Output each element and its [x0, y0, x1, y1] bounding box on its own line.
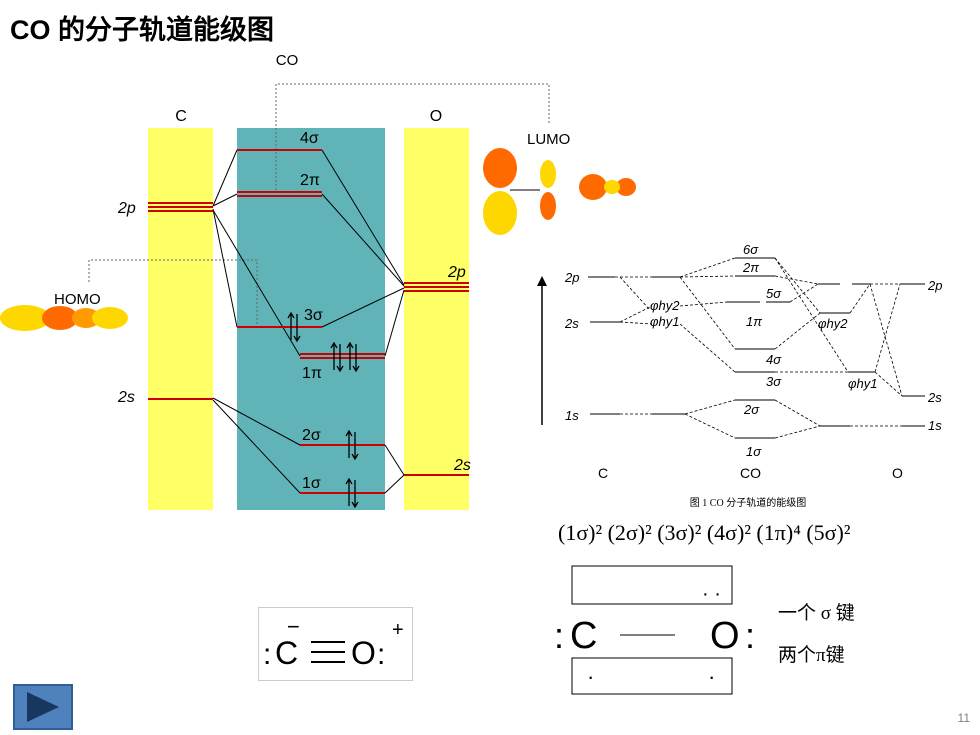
- lewis-o-lone-pair: :: [377, 638, 385, 671]
- c-2s-label: 2s: [117, 389, 135, 406]
- reference-caption: 图 1 CO 分子轨道的能级图: [690, 496, 806, 509]
- oxygen-label: O: [430, 108, 442, 125]
- ref-c-1s: 1s: [565, 408, 579, 423]
- mo-4sigma-label: 4σ: [300, 130, 319, 147]
- ref-c-2s: 2s: [564, 316, 579, 331]
- ref-3sigma: 3σ: [766, 374, 782, 389]
- co-label: CO: [276, 52, 299, 69]
- lumo-label: LUMO: [527, 131, 570, 148]
- energy-axis-arrowhead: [537, 276, 547, 286]
- ref-6sigma: 6σ: [743, 242, 759, 257]
- mo-2pi-label: 2π: [300, 172, 320, 189]
- electron-arrows: [287, 311, 360, 509]
- o-2s-label: 2s: [453, 457, 471, 474]
- lumo-orbital-image: [483, 148, 636, 235]
- lewis-structure: : C − O : +: [263, 614, 404, 671]
- carbon-column: [148, 128, 213, 510]
- ref-axis-c: C: [598, 465, 608, 481]
- top-dots: · ·: [702, 583, 721, 605]
- mo-1sigma-label: 1σ: [302, 475, 321, 492]
- bottom-dot-right: ·: [708, 664, 715, 689]
- pi-bond-box-top: [571, 565, 733, 605]
- ref-axis-o: O: [892, 465, 903, 481]
- ref-o-2p: 2p: [927, 278, 942, 293]
- reference-axis-labels: C CO O: [598, 465, 903, 481]
- ref-phy1-left: φhy1: [650, 314, 679, 329]
- lewis-c-lone-pair: :: [263, 638, 271, 671]
- mo-levels: [237, 149, 385, 494]
- homo-label: HOMO: [54, 291, 101, 308]
- reference-labels: 2p 2s 1s 2p 2s 1s 6σ 2π 5σ 1π 4σ 3σ 2σ 1…: [564, 242, 942, 459]
- lewis-plus-charge: +: [392, 619, 404, 641]
- ref-1sigma: 1σ: [746, 444, 762, 459]
- bottom-dot-left: ·: [587, 664, 594, 689]
- mo-3sigma-label: 3σ: [304, 307, 323, 324]
- reference-solid-levels: [588, 257, 925, 439]
- oxygen-levels: [404, 282, 469, 476]
- slide-number: 11: [957, 711, 970, 725]
- ref-5sigma: 5σ: [766, 286, 782, 301]
- lumo-pointer: [275, 83, 550, 190]
- bond-c-lone-pair: :: [554, 615, 564, 656]
- bond-diagram: · · · · : C O :: [554, 565, 755, 695]
- ref-4sigma: 4σ: [766, 352, 782, 367]
- ref-2sigma: 2σ: [743, 402, 760, 417]
- bond-carbon: C: [570, 615, 597, 657]
- pi-bond-note: 两个π键: [778, 645, 845, 666]
- electron-configuration: (1σ)² (2σ)² (3σ)² (4σ)² (1π)⁴ (5σ)²: [558, 520, 851, 545]
- homo-pointer: [88, 259, 258, 326]
- o-2p-label: 2p: [447, 264, 466, 281]
- page-title: CO 的分子轨道能级图: [10, 15, 275, 45]
- carbon-label: C: [175, 108, 187, 125]
- lewis-minus-charge: −: [287, 614, 300, 639]
- ref-axis-co: CO: [740, 465, 761, 481]
- lewis-carbon: C: [275, 635, 298, 671]
- ref-phy1-right: φhy1: [848, 376, 877, 391]
- bond-oxygen: O: [710, 615, 740, 657]
- ref-phy2-left: φhy2: [650, 298, 680, 313]
- reference-dashed-lines: [615, 257, 903, 439]
- mo-2sigma-label: 2σ: [302, 427, 321, 444]
- reference-mo-diagram: 2p 2s 1s 2p 2s 1s 6σ 2π 5σ 1π 4σ 3σ 2σ 1…: [537, 242, 942, 509]
- next-slide-button[interactable]: [13, 684, 73, 730]
- oxygen-column: [404, 128, 469, 510]
- ref-c-2p: 2p: [564, 270, 579, 285]
- carbon-levels: [148, 202, 213, 400]
- correlation-lines: [212, 149, 405, 494]
- bond-o-lone-pair: :: [745, 615, 755, 656]
- ref-o-1s: 1s: [928, 418, 942, 433]
- c-2p-label: 2p: [117, 200, 136, 217]
- homo-orbital-image: [0, 305, 128, 331]
- lewis-oxygen: O: [351, 635, 376, 671]
- pi-bond-box-bottom: [571, 657, 733, 695]
- ref-1pi: 1π: [746, 314, 762, 329]
- mo-1pi-label: 1π: [302, 365, 322, 382]
- ref-o-2s: 2s: [927, 390, 942, 405]
- sigma-bond-note: 一个 σ 键: [778, 603, 855, 624]
- ref-2pi: 2π: [742, 260, 759, 275]
- play-arrow-icon: [27, 692, 59, 722]
- lewis-structure-box: : C − O : +: [258, 607, 413, 681]
- ref-phy2-right: φhy2: [818, 316, 848, 331]
